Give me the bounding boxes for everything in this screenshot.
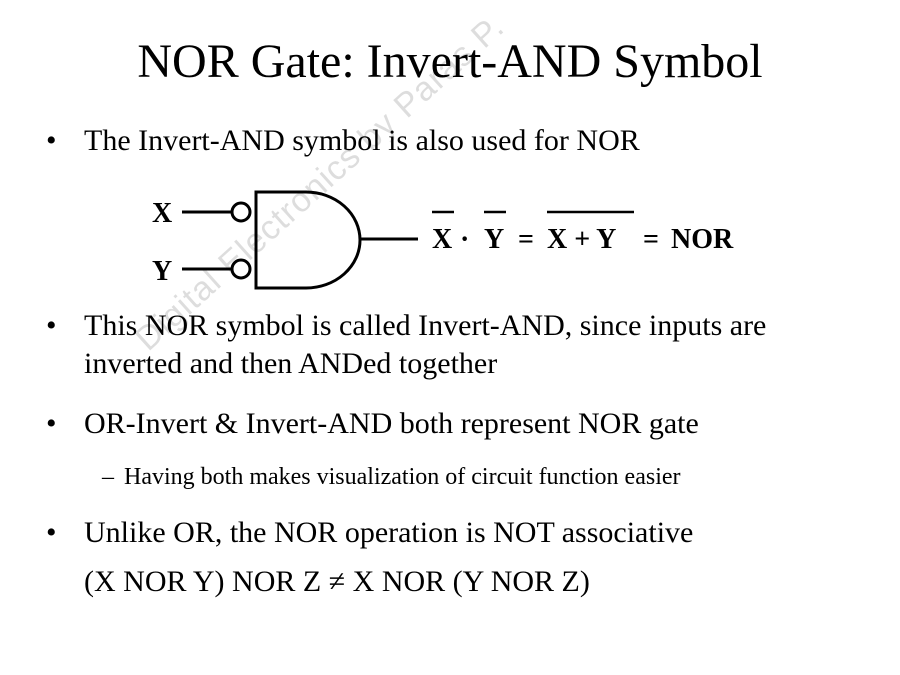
and-gate-body [254,190,362,290]
nor-gate-diagram: X Y X · Y = X + Y = NOR [152,190,734,290]
bullet-icon: • [46,309,57,342]
eq-sum-bar: X + Y [547,224,616,255]
inversion-bubble-y [230,258,252,280]
eq-result: NOR [671,224,734,255]
input-x-label: X [152,198,172,229]
bullet-icon: • [46,516,57,549]
sub-bullet-text: Having both makes visualization of circu… [124,464,681,490]
bullet-text: The Invert-AND symbol is also used for N… [84,124,640,157]
inversion-bubble-x [230,201,252,223]
eq-equals-2: = [643,224,659,255]
bullet-icon: • [46,407,57,440]
bullet-text: OR-Invert & Invert-AND both represent NO… [84,407,699,440]
input-y-label: Y [152,256,172,287]
dash-icon: – [102,464,114,490]
eq-x-bar: X [432,224,452,255]
associativity-example: (X NOR Y) NOR Z ≠ X NOR (Y NOR Z) [84,565,590,598]
bullet-icon: • [46,124,57,157]
eq-equals-1: = [518,224,534,255]
eq-dot: · [460,224,469,255]
slide-title: NOR Gate: Invert-AND Symbol [137,35,763,88]
bullet-2-continuation: inverted and then ANDed together [84,347,498,380]
bullet-text: This NOR symbol is called Invert-AND, si… [84,309,767,342]
eq-y-bar: Y [484,224,504,255]
bullet-text: Unlike OR, the NOR operation is NOT asso… [84,516,694,549]
equation: X · Y = X + Y = NOR [432,210,734,255]
